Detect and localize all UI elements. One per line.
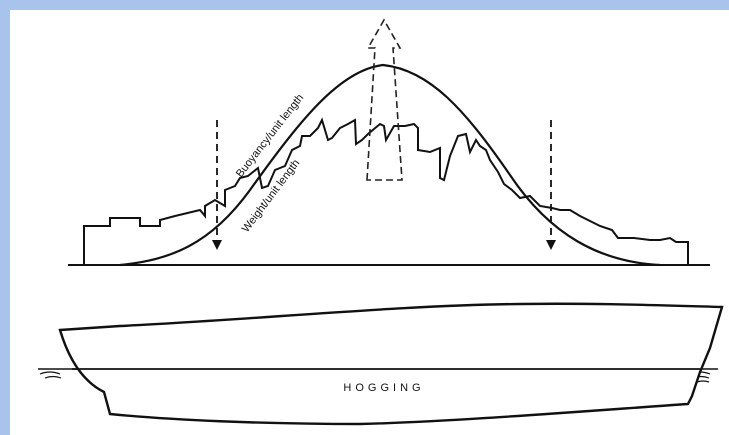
center-up-arrow — [366, 18, 403, 181]
right-down-arrow — [546, 120, 556, 250]
left-down-arrow — [212, 120, 222, 250]
water-ripple-left — [39, 371, 62, 379]
hogging-label: HOGGING — [343, 382, 424, 394]
ship-hull — [58, 302, 724, 426]
buoyancy-curve — [119, 63, 661, 267]
weight-curve — [83, 117, 689, 265]
